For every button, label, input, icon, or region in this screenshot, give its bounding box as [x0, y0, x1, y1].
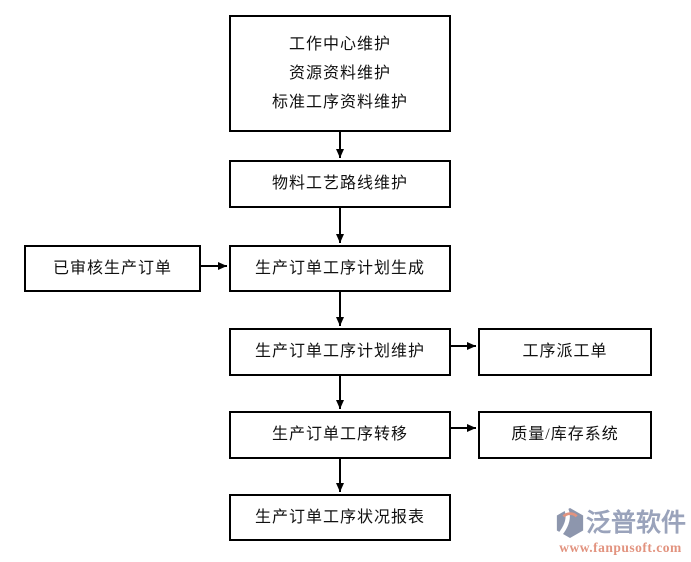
node-label: 生产订单工序计划维护 [254, 343, 425, 361]
node-label: 生产订单工序计划生成 [254, 259, 425, 277]
node-operation-plan-maintenance: 生产订单工序计划维护 [229, 328, 451, 376]
node-approved-production-order: 已审核生产订单 [24, 245, 201, 292]
node-line: 工作中心维护 [288, 35, 391, 53]
node-label: 生产订单工序转移 [271, 426, 408, 444]
node-operation-transfer: 生产订单工序转移 [229, 411, 451, 459]
vendor-watermark: 泛普软件 www.fanpusoft.com [550, 507, 691, 555]
node-line: 资源资料维护 [288, 64, 391, 82]
node-line: 标准工序资料维护 [271, 93, 408, 111]
node-label: 质量/库存系统 [511, 426, 619, 444]
node-label: 生产订单工序状况报表 [254, 508, 425, 526]
node-label: 物料工艺路线维护 [271, 175, 408, 193]
node-operation-dispatch-order: 工序派工单 [478, 328, 652, 376]
node-operation-plan-generation: 生产订单工序计划生成 [229, 245, 451, 292]
node-label: 已审核生产订单 [52, 259, 172, 277]
brand-name: 泛普软件 [585, 509, 686, 537]
node-quality-inventory-system: 质量/库存系统 [478, 411, 652, 459]
node-material-routing-maintenance: 物料工艺路线维护 [229, 160, 451, 208]
node-operation-status-report: 生产订单工序状况报表 [229, 494, 451, 541]
node-master-data-maintenance: 工作中心维护 资源资料维护 标准工序资料维护 [229, 15, 451, 132]
fanpu-logo-icon [556, 507, 584, 539]
brand-url: www.fanpusoft.com [559, 540, 682, 555]
node-label: 工序派工单 [522, 343, 608, 361]
